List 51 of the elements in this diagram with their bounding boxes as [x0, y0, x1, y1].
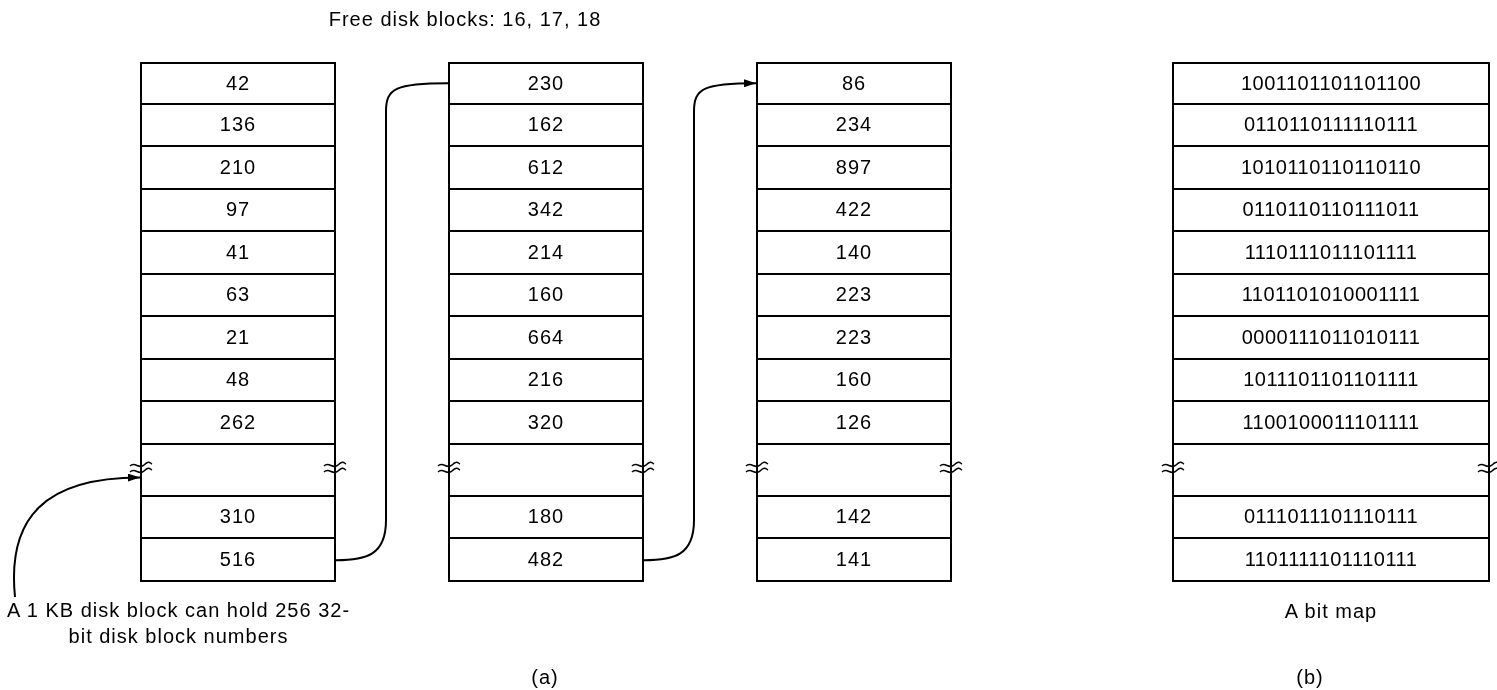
table-cell: 48 [140, 359, 336, 402]
table-cell: 342 [448, 189, 644, 232]
table-cell: 140 [756, 232, 952, 275]
table-cell: 223 [756, 274, 952, 317]
table-cell: 230 [448, 62, 644, 105]
table-cell: 126 [756, 402, 952, 445]
table-cell: 1001101101101100 [1172, 62, 1490, 105]
table-cell: 41 [140, 232, 336, 275]
table-cell: 1101111101110111 [1172, 539, 1490, 582]
table-cell: 214 [448, 232, 644, 275]
table-cell: 1011101101101111 [1172, 359, 1490, 402]
heading-text: Free disk blocks: 16, 17, 18 [327, 8, 603, 31]
table-cell: 516 [140, 539, 336, 582]
table-cell: 897 [756, 147, 952, 190]
table-cell: 1100100011101111 [1172, 402, 1490, 445]
table-cell: 1101101010001111 [1172, 274, 1490, 317]
table-cell: 142 [756, 496, 952, 539]
table-cell: 482 [448, 539, 644, 582]
table-cell: 612 [448, 147, 644, 190]
table-cell: 422 [756, 189, 952, 232]
table-caption: A bit map [1283, 600, 1379, 623]
table-cell: 664 [448, 317, 644, 360]
table-cell: 86 [756, 62, 952, 105]
table-cell: 223 [756, 317, 952, 360]
table-cell: 1110111011101111 [1172, 232, 1490, 275]
panel-label: (b) [1295, 666, 1325, 689]
table-cell: 42 [140, 62, 336, 105]
table-cell: 160 [448, 274, 644, 317]
arrow [12, 474, 141, 598]
table-cell: 0110110110111011 [1172, 189, 1490, 232]
table-cell: 320 [448, 402, 644, 445]
table-cell: 262 [140, 402, 336, 445]
table-cell: 210 [140, 147, 336, 190]
panel-label: (a) [530, 666, 560, 689]
table-cell: 216 [448, 359, 644, 402]
table-cell: 310 [140, 496, 336, 539]
table-cell: 97 [140, 189, 336, 232]
table-cell: 1010110110110110 [1172, 147, 1490, 190]
table-cell: 160 [756, 359, 952, 402]
table-cell: 0110110111110111 [1172, 104, 1490, 147]
note-text: A 1 KB disk block can hold 256 32-bit disk block numbers [6, 597, 351, 649]
arrow [643, 79, 757, 562]
table-cell: 0000111011010111 [1172, 317, 1490, 360]
table-cell: 0111011101110111 [1172, 496, 1490, 539]
table-cell: 162 [448, 104, 644, 147]
table-cell: 180 [448, 496, 644, 539]
table-cell: 234 [756, 104, 952, 147]
table-cell: 21 [140, 317, 336, 360]
table-cell: 63 [140, 274, 336, 317]
table-cell: 141 [756, 539, 952, 582]
table-cell: 136 [140, 104, 336, 147]
